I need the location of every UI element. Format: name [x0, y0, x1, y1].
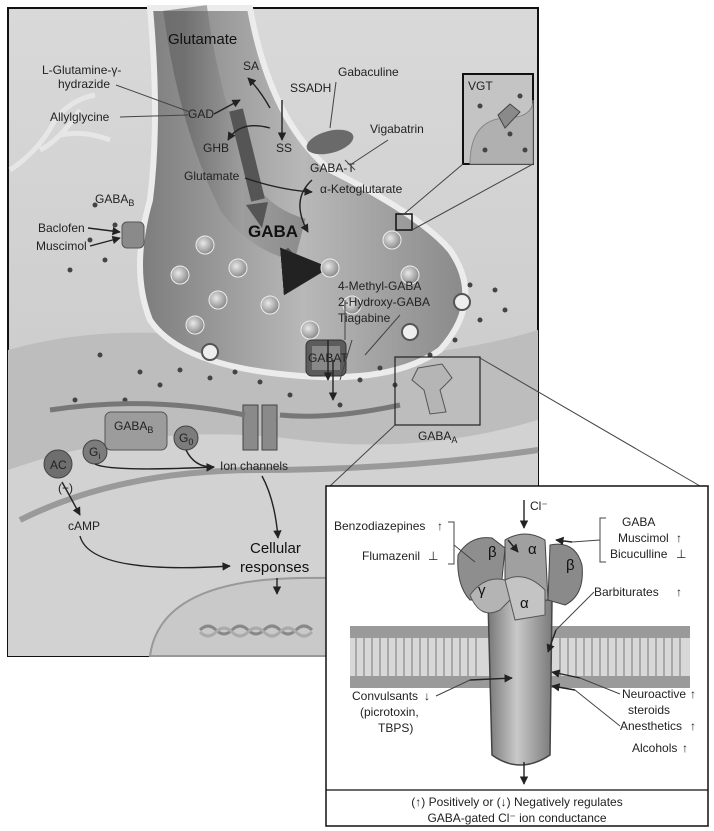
label-anesthetics-up: ↑: [690, 719, 696, 733]
label-cellular-2: responses: [240, 559, 309, 576]
label-cl: Cl⁻: [530, 499, 548, 513]
label-bicuculline-block: ⊥: [676, 547, 686, 561]
label-glutamate-mid: Glutamate: [184, 169, 240, 183]
label-anesthetics: Anesthetics: [620, 719, 682, 733]
label-gad: GAD: [188, 107, 214, 121]
label-gabaculine: Gabaculine: [338, 65, 399, 79]
label-l-glutamine-1: L-Glutamine-γ-: [42, 63, 121, 77]
label-ion-channels: Ion channels: [220, 459, 288, 473]
label-methyl-gaba: 4-Methyl-GABA: [338, 279, 421, 293]
label-gaba-inset: GABA: [622, 515, 655, 529]
label-baclofen: Baclofen: [38, 221, 85, 235]
label-neuroactive-2: steroids: [628, 703, 670, 717]
label-barbiturates: Barbiturates: [594, 585, 659, 599]
label-hydroxy-gaba: 2-Hydroxy-GABA: [338, 295, 430, 309]
label-tiagabine: Tiagabine: [338, 311, 391, 325]
caption-line-1: (↑) Positively or (↓) Negatively regulat…: [411, 795, 622, 809]
label-camp: cAMP: [68, 519, 100, 533]
label-ssadh: SSADH: [290, 81, 331, 95]
label-benzodiazepines-up: ↑: [437, 519, 443, 533]
label-muscimol-up: ↑: [676, 531, 682, 545]
label-ketoglutarate: α-Ketoglutarate: [320, 182, 403, 196]
label-convulsants-2: (picrotoxin,: [360, 705, 419, 719]
label-alcohols: Alcohols: [632, 741, 677, 755]
label-bicuculline: Bicuculline: [610, 547, 668, 561]
label-muscimol-inset: Muscimol: [618, 531, 669, 545]
label-ac: AC: [50, 458, 67, 472]
label-vgt: VGT: [468, 79, 493, 93]
label-neuroactive-up: ↑: [690, 687, 696, 701]
label-flumazenil-block: ⊥: [428, 549, 438, 563]
label-vigabatrin: Vigabatrin: [370, 122, 424, 136]
label-flumazenil: Flumazenil: [362, 549, 420, 563]
label-l-glutamine-2: hydrazide: [58, 77, 110, 91]
label-beta-1: β: [488, 544, 497, 561]
label-benzodiazepines: Benzodiazepines: [334, 519, 425, 533]
label-ss: SS: [276, 141, 292, 155]
caption-line-2: GABA-gated Cl⁻ ion conductance: [427, 811, 606, 825]
label-neuroactive-1: Neuroactive: [622, 687, 686, 701]
label-barbiturates-up: ↑: [676, 585, 682, 599]
label-convulsants-3: TBPS): [378, 721, 413, 735]
label-alpha-1: α: [528, 541, 537, 558]
label-allylglycine: Allylglycine: [50, 110, 110, 124]
label-gaba: GABA: [248, 222, 298, 241]
label-glutamate-top: Glutamate: [168, 31, 237, 48]
label-cellular-1: Cellular: [250, 540, 301, 557]
label-convulsants-down: ↓: [424, 689, 430, 703]
label-sa: SA: [243, 59, 259, 73]
label-gamma: γ: [478, 582, 486, 599]
label-convulsants-1: Convulsants: [352, 689, 418, 703]
label-ghb: GHB: [203, 141, 229, 155]
label-beta-2: β: [566, 557, 575, 574]
label-muscimol-pre: Muscimol: [36, 239, 87, 253]
gabaa-inset: Cl⁻ β α β γ α Benzodiazepines ↑ Flumazen…: [326, 486, 708, 826]
label-alcohols-up: ↑: [682, 741, 688, 755]
label-alpha-2: α: [520, 595, 529, 612]
